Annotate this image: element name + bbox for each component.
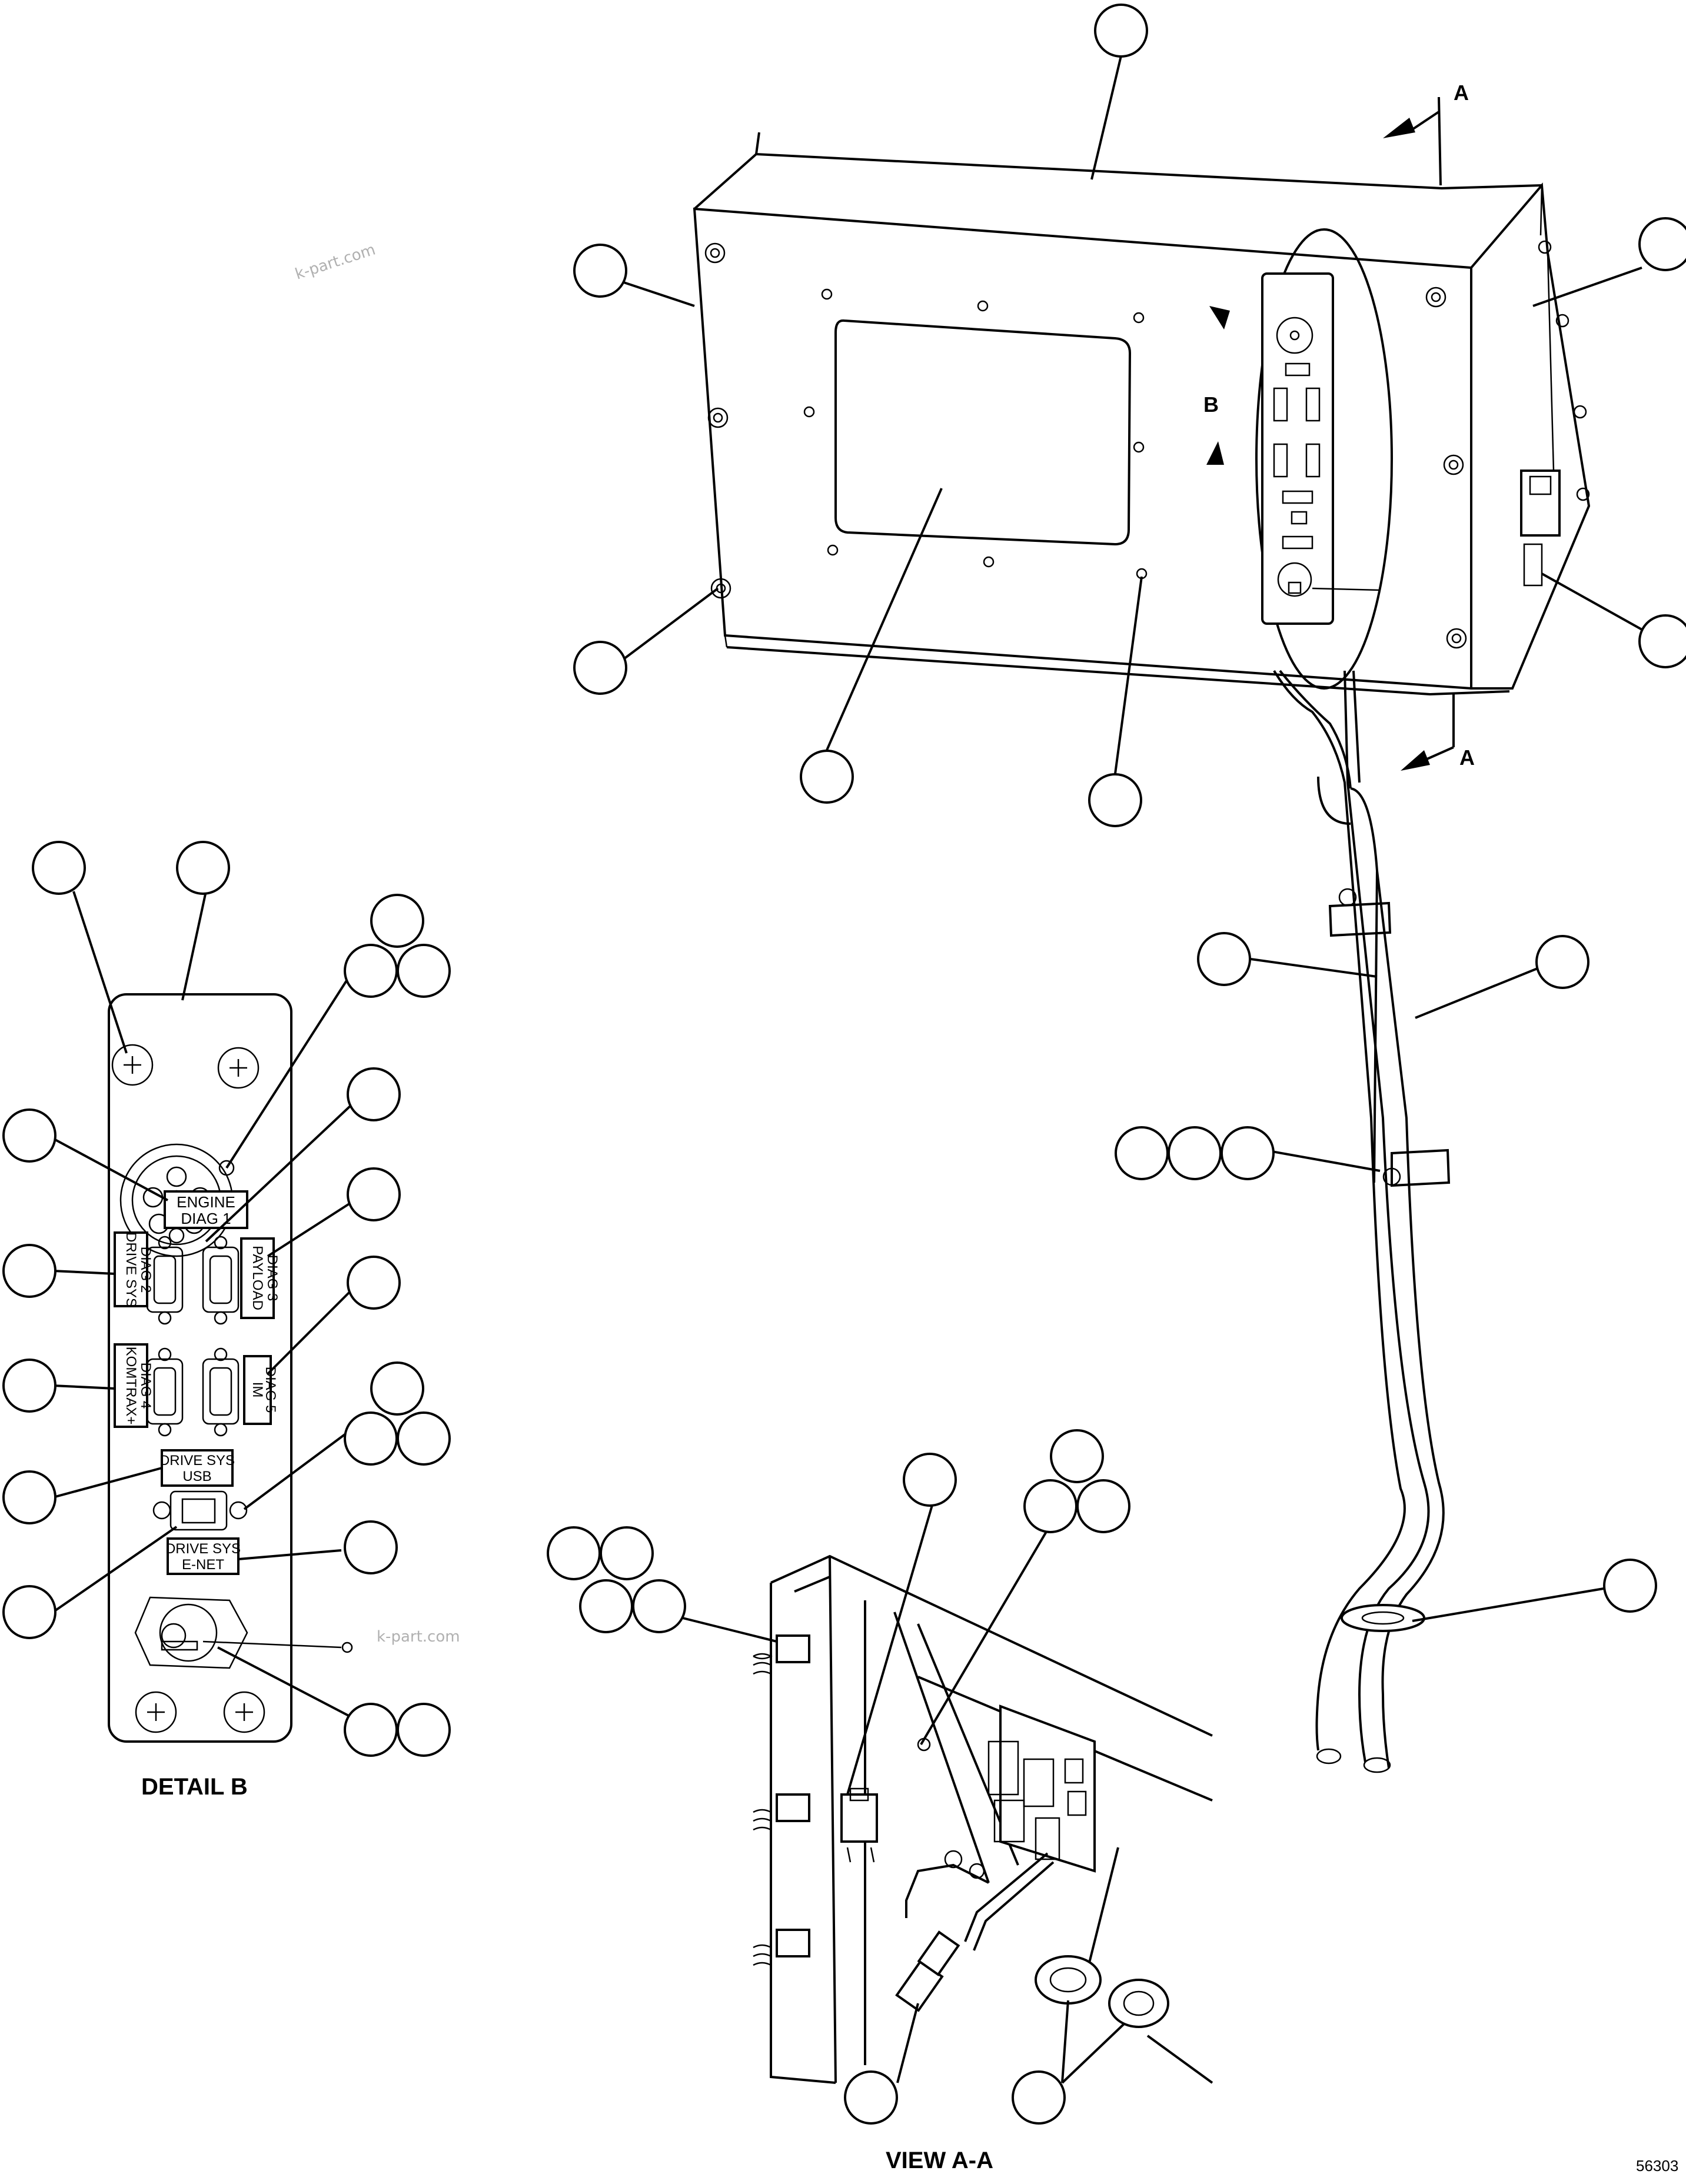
label-usb-line1: DRIVE SYS (159, 1453, 235, 1469)
view-aa (753, 1554, 1213, 2084)
section-line-a: A A B (1203, 81, 1475, 771)
caption-detail-b: DETAIL B (141, 1774, 248, 1800)
detail-b-panel: ENGINE DIAG 1 DRIVE SYS DIAG 2 PAYLOAD D… (108, 993, 353, 1743)
label-im-line1: IM (250, 1382, 265, 1398)
caption-view-aa: VIEW A-A (886, 2148, 993, 2173)
label-engine-line1: ENGINE (177, 1193, 235, 1211)
box-bolts (704, 242, 1467, 649)
watermark-2: k-part.com (377, 1628, 460, 1646)
control-box (693, 132, 1591, 696)
label-komtrax-line2: DIAG 4 (138, 1363, 154, 1409)
label-im-line2: DIAG 5 (262, 1367, 278, 1413)
standoffs (753, 1634, 810, 1966)
label-drive-diag-line1: DRIVE SYS (123, 1232, 139, 1307)
section-a-top-label: A (1454, 81, 1469, 105)
label-usb-line2: USB (182, 1469, 211, 1484)
watermark-1: k-part.com (293, 241, 378, 283)
label-enet-line1: DRIVE SYS (165, 1541, 241, 1557)
callout-balloons (2, 4, 1686, 2125)
label-payload-line1: PAYLOAD (250, 1246, 265, 1310)
label-komtrax-line1: KOMTRAX+ (123, 1347, 139, 1425)
label-payload-line2: DIAG 3 (264, 1255, 280, 1301)
label-enet-line2: E-NET (182, 1557, 224, 1573)
section-a-bottom-label: A (1459, 745, 1475, 770)
detail-b-marker: B (1203, 392, 1219, 417)
label-drive-diag-line2: DIAG 2 (138, 1247, 154, 1293)
drawing-number: 56303 (1636, 2157, 1678, 2175)
callout-leaders (52, 55, 1642, 2084)
harness-cables (1273, 670, 1451, 1773)
